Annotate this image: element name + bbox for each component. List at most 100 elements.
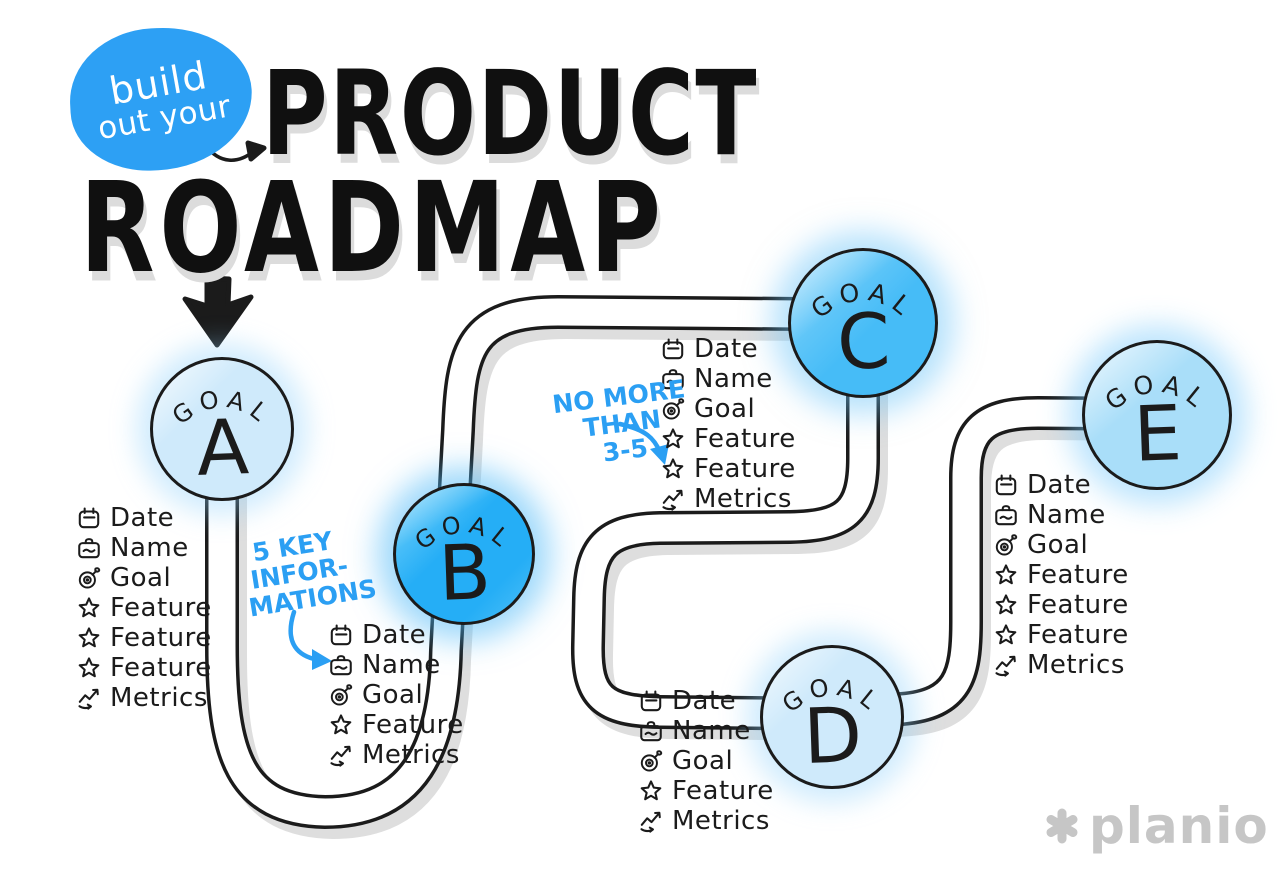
item-label: Name <box>362 650 441 680</box>
list-item: Goal <box>328 680 464 710</box>
list-item: Metrics <box>993 650 1129 680</box>
item-label: Feature <box>672 776 774 806</box>
item-label: Feature <box>1027 560 1129 590</box>
logo-text: planio <box>1089 797 1269 855</box>
item-label: Goal <box>362 680 424 710</box>
goal-circle-a: GOAL A <box>150 357 294 501</box>
calendar-icon <box>660 336 686 362</box>
page-title-roadmap: ROADMAP <box>80 154 666 301</box>
list-item: Feature <box>993 560 1129 590</box>
asterisk-icon <box>1042 806 1082 846</box>
goal-circle-c: GOAL C <box>788 248 938 398</box>
road <box>205 295 1177 839</box>
metrics-icon <box>660 486 686 512</box>
goal-list-b: Date Name Goal Feature Metrics <box>328 620 464 770</box>
metrics-icon <box>328 742 354 768</box>
name-badge-icon <box>638 718 664 744</box>
metrics-icon <box>638 808 664 834</box>
item-label: Name <box>1027 500 1106 530</box>
goal-circle-e: GOAL E <box>1082 340 1232 490</box>
list-item: Date <box>76 503 212 533</box>
badge-swoosh-arrow-head <box>245 140 267 162</box>
item-label: Metrics <box>672 806 770 836</box>
star-icon <box>76 625 102 651</box>
goal-letter: B <box>437 526 493 618</box>
item-label: Date <box>362 620 427 650</box>
list-item: Metrics <box>76 683 212 713</box>
item-label: Feature <box>1027 620 1129 650</box>
item-label: Name <box>694 364 773 394</box>
item-label: Feature <box>362 710 464 740</box>
star-icon <box>76 595 102 621</box>
goal-word-arc: GOAL <box>167 385 271 431</box>
goal-list-e: Date Name Goal Feature Feature Feature M… <box>993 470 1129 680</box>
item-label: Goal <box>694 394 756 424</box>
goal-list-a: Date Name Goal Feature Feature Feature M… <box>76 503 212 713</box>
list-item: Metrics <box>638 806 774 836</box>
star-icon <box>660 456 686 482</box>
star-icon <box>993 562 1019 588</box>
item-label: Goal <box>1027 530 1089 560</box>
list-item: Goal <box>76 563 212 593</box>
list-item: Feature <box>328 710 464 740</box>
target-icon <box>328 682 354 708</box>
list-item: Feature <box>660 424 796 454</box>
list-item: Name <box>638 716 774 746</box>
target-icon <box>638 748 664 774</box>
list-item: Date <box>638 686 774 716</box>
list-item: Goal <box>660 394 796 424</box>
item-label: Feature <box>110 623 212 653</box>
item-label: Feature <box>694 424 796 454</box>
calendar-icon <box>76 505 102 531</box>
goal-letter: A <box>195 401 251 493</box>
goal-word-arc: GOAL <box>806 277 914 325</box>
list-item: Feature <box>76 653 212 683</box>
goal-letter: E <box>1132 387 1184 479</box>
list-item: Feature <box>76 593 212 623</box>
item-label: Goal <box>110 563 172 593</box>
list-item: Name <box>76 533 212 563</box>
calendar-icon <box>328 622 354 648</box>
item-label: Goal <box>672 746 734 776</box>
list-item: Date <box>660 334 796 364</box>
item-label: Date <box>110 503 175 533</box>
item-label: Metrics <box>362 740 460 770</box>
five-key-arrow-icon <box>288 609 332 670</box>
star-icon <box>660 426 686 452</box>
goal-circle-b: GOAL B <box>393 483 535 625</box>
item-label: Feature <box>110 653 212 683</box>
target-icon <box>660 396 686 422</box>
item-label: Name <box>672 716 751 746</box>
star-icon <box>638 778 664 804</box>
list-item: Feature <box>638 776 774 806</box>
metrics-icon <box>993 652 1019 678</box>
list-item: Metrics <box>660 484 796 514</box>
star-icon <box>76 655 102 681</box>
annotation-five-key: 5 KEY INFOR- MATIONS <box>247 521 379 622</box>
item-label: Feature <box>694 454 796 484</box>
goal-word-arc: GOAL <box>1100 369 1208 417</box>
item-label: Feature <box>1027 590 1129 620</box>
target-icon <box>76 565 102 591</box>
goal-letter: C <box>835 295 892 387</box>
list-item: Date <box>328 620 464 650</box>
item-label: Metrics <box>1027 650 1125 680</box>
target-icon <box>993 532 1019 558</box>
goal-word-arc: GOAL <box>777 673 881 719</box>
list-item: Name <box>328 650 464 680</box>
goal-list-c: Date Name Goal Feature Feature Metrics <box>660 334 796 514</box>
name-badge-icon <box>76 535 102 561</box>
list-item: Name <box>660 364 796 394</box>
metrics-icon <box>76 685 102 711</box>
list-item: Goal <box>638 746 774 776</box>
goal-list-d: Date Name Goal Feature Metrics <box>638 686 774 836</box>
item-label: Feature <box>110 593 212 623</box>
list-item: Metrics <box>328 740 464 770</box>
no-more-arrow-icon <box>617 421 669 465</box>
name-badge-icon <box>328 652 354 678</box>
planio-logo: planio <box>1042 801 1269 851</box>
goal-circle-d: GOAL D <box>760 645 904 789</box>
list-item: Feature <box>660 454 796 484</box>
